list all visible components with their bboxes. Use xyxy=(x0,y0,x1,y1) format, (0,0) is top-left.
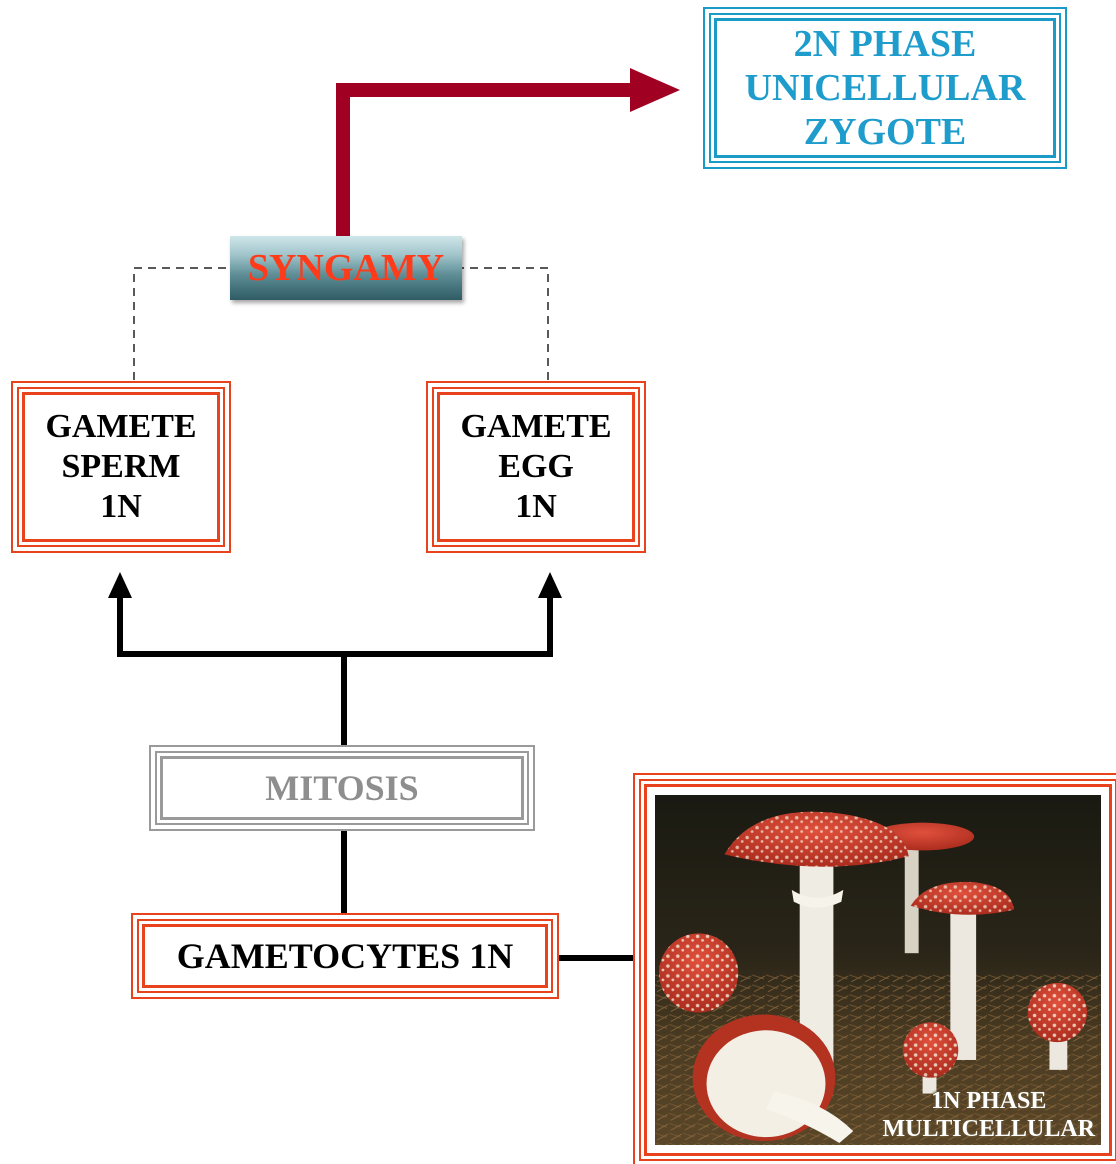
mushroom-stem-back xyxy=(904,844,919,954)
gamete-sperm-box: GAMETE SPERM 1N xyxy=(17,387,225,547)
sperm-line-1: GAMETE xyxy=(45,408,197,445)
branch-to-egg-line xyxy=(344,592,553,657)
syngamy-to-zygote-arrow-shaft xyxy=(336,83,632,236)
zygote-line-3: ZYGOTE xyxy=(803,111,967,153)
gamete-egg-box: GAMETE EGG 1N xyxy=(432,387,640,547)
zygote-line-2: UNICELLULAR xyxy=(744,67,1026,109)
syngamy-box: SYNGAMY xyxy=(230,236,462,300)
egg-line-2: EGG xyxy=(498,448,574,485)
sperm-line-2: SPERM xyxy=(61,448,181,485)
arrowhead-to-sperm xyxy=(108,572,132,598)
egg-line-3: 1N xyxy=(515,488,557,525)
mushroom-overturned-stem xyxy=(766,1091,854,1144)
sperm-line-3: 1N xyxy=(100,488,142,525)
dashed-link-sperm-syngamy xyxy=(133,267,230,380)
dashed-link-egg-syngamy xyxy=(462,267,549,380)
mitosis-label: MITOSIS xyxy=(265,768,419,808)
zygote-line-1: 2N PHASE xyxy=(793,23,977,65)
mushroom-photo-frame: 1N PHASE MULTICELLULAR xyxy=(639,779,1116,1161)
photo-caption-line-1: 1N PHASE xyxy=(931,1088,1047,1114)
egg-line-1: GAMETE xyxy=(460,408,612,445)
photo-caption: 1N PHASE MULTICELLULAR xyxy=(883,1087,1096,1143)
gametocytes-label: GAMETOCYTES 1N xyxy=(176,936,514,976)
branch-to-sperm-line xyxy=(117,592,344,657)
gametocytes-box: GAMETOCYTES 1N xyxy=(137,919,553,993)
zygote-box: 2N PHASE UNICELLULAR ZYGOTE xyxy=(709,13,1061,163)
syngamy-label: SYNGAMY xyxy=(247,247,445,289)
photo-caption-line-2: MULTICELLULAR xyxy=(882,1116,1096,1142)
arrowhead-to-egg xyxy=(538,572,562,598)
mitosis-box: MITOSIS xyxy=(155,751,529,825)
syngamy-to-zygote-arrowhead xyxy=(630,68,680,112)
mushroom-ring-main xyxy=(791,889,844,908)
mushroom-stem-right xyxy=(950,901,977,1060)
mushroom-photo xyxy=(655,795,1101,1145)
